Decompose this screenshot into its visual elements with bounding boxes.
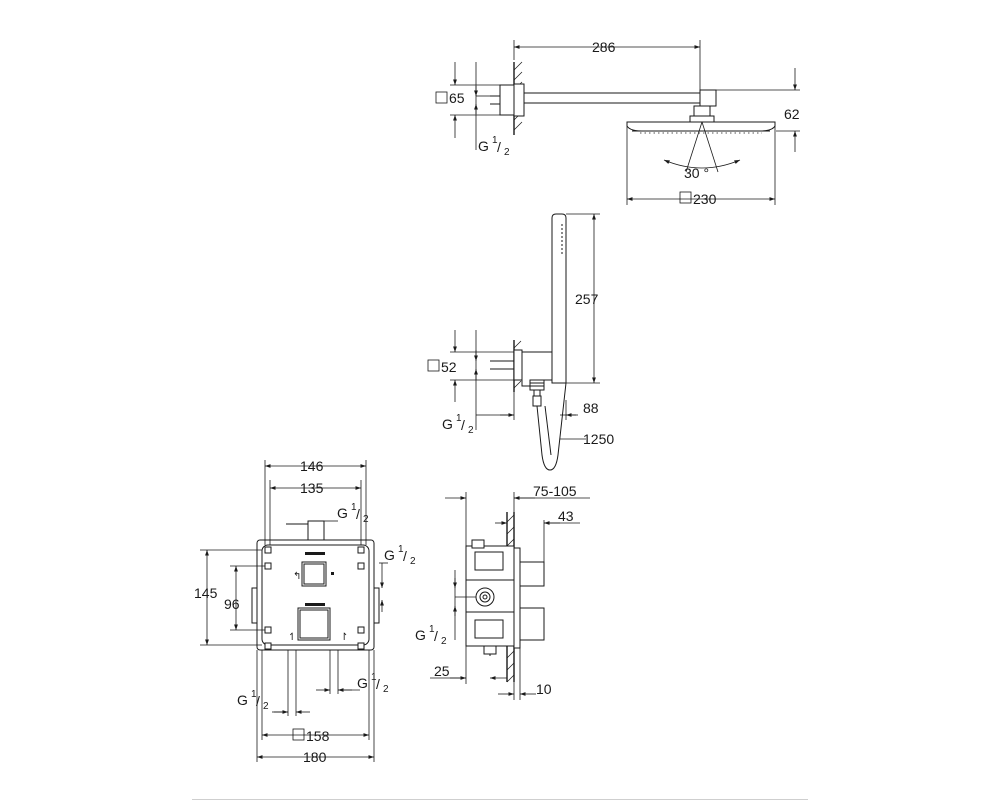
head-square-label: 230	[693, 191, 717, 207]
overhead-shower-view: 30 ° 286 65 G 1 / 2 62	[435, 39, 800, 207]
svg-text:2: 2	[363, 514, 369, 525]
wall-offset-label: 25	[434, 663, 450, 679]
handle-marker	[331, 572, 334, 575]
svg-text:1: 1	[351, 502, 357, 513]
svg-text:/: /	[434, 628, 438, 644]
pipe-connection	[475, 587, 495, 607]
thread-label-hand-shower: G 1 / 2	[442, 413, 474, 436]
thread-label-mixer-side: G 1 / 2	[415, 624, 447, 647]
svg-text:/: /	[356, 506, 360, 522]
svg-text:1: 1	[429, 624, 435, 635]
svg-text:2: 2	[410, 556, 416, 567]
arm-length-label: 286	[592, 39, 616, 55]
thread-label-overhead: G 1 / 2	[478, 135, 510, 158]
svg-text:G: G	[237, 692, 248, 708]
svg-text:/: /	[497, 139, 501, 155]
height-outer-label: 145	[194, 585, 218, 601]
depth-range-label: 75-105	[533, 483, 577, 499]
svg-text:G: G	[337, 505, 348, 521]
svg-text:2: 2	[263, 701, 269, 712]
thread-label-mixer-bottom-left: G 1 / 2	[237, 689, 269, 712]
shower-icon: ↰	[293, 571, 301, 582]
svg-text:/: /	[403, 548, 407, 564]
svg-text:2: 2	[468, 425, 474, 436]
spray-angle-label: 30 °	[684, 165, 709, 181]
svg-text:2: 2	[441, 636, 447, 647]
svg-text:/: /	[256, 693, 260, 709]
svg-text:2: 2	[383, 684, 389, 695]
hand-shower-length-label: 257	[575, 291, 599, 307]
holder-square-label: 52	[441, 359, 457, 375]
hand-shower-view: 257 52 G 1 / 2 88 1250	[427, 213, 614, 471]
hose-length-label: 1250	[583, 431, 614, 447]
width-inner-label: 135	[300, 480, 324, 496]
projection-label: 88	[583, 400, 599, 416]
svg-text:2: 2	[504, 147, 510, 158]
plate-square-label: 158	[306, 728, 330, 744]
height-inner-label: 96	[224, 596, 240, 612]
thread-label-mixer-right: G 1 / 2	[384, 544, 416, 567]
plate-width-label: 180	[303, 749, 327, 765]
mixer-side-view: 75-105 43 G 1 / 2 25 10	[415, 483, 590, 700]
width-outer-label: 146	[300, 458, 324, 474]
thread-label-mixer-bottom-right: G 1 / 2	[357, 672, 389, 695]
svg-text:1: 1	[456, 413, 462, 424]
svg-text:G: G	[478, 138, 489, 154]
svg-text:↿: ↿	[288, 632, 296, 643]
svg-text:1: 1	[251, 689, 257, 700]
lower-handle	[519, 607, 545, 641]
upper-handle	[519, 561, 545, 587]
height-label: 62	[784, 106, 800, 122]
svg-text:G: G	[442, 416, 453, 432]
flange-square-label: 65	[449, 90, 465, 106]
handle-projection-label: 43	[558, 508, 574, 524]
thread-label-mixer-top: G 1 / 2	[337, 502, 369, 525]
square-symbol	[435, 91, 448, 104]
svg-text:/: /	[376, 676, 380, 692]
mixer-front-view: ↰ ↿ ↾ 146 135 G 1 / 2 G 1 /	[194, 458, 416, 765]
svg-text:1: 1	[398, 544, 404, 555]
svg-text:G: G	[415, 627, 426, 643]
svg-text:1: 1	[492, 135, 498, 146]
svg-text:G: G	[384, 547, 395, 563]
plate-thickness-label: 10	[536, 681, 552, 697]
svg-text:G: G	[357, 675, 368, 691]
svg-text:/: /	[461, 417, 465, 433]
svg-text:↾: ↾	[340, 632, 348, 643]
